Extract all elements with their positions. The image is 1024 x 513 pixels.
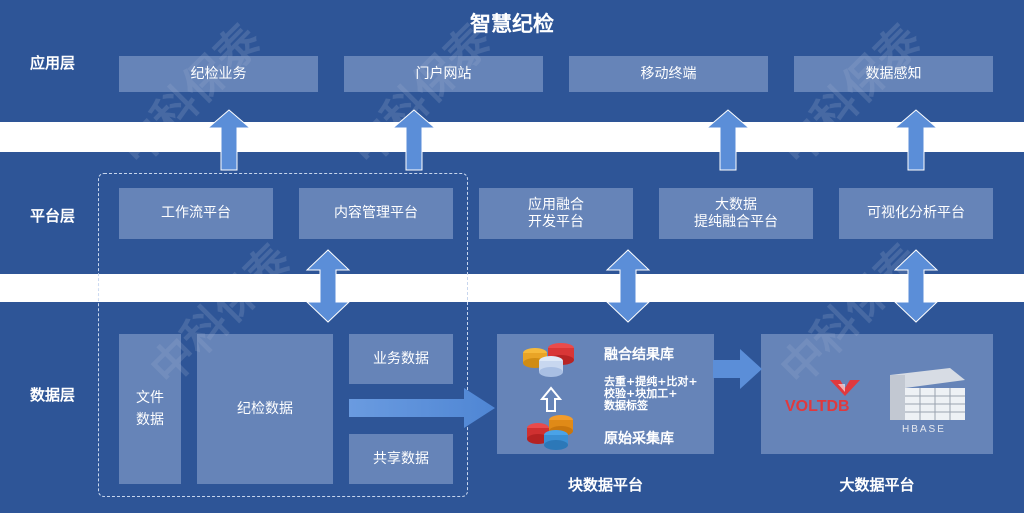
- app-box-discipline-business: 纪检业务: [119, 56, 318, 92]
- right-arrow: [349, 388, 495, 428]
- up-arrow: [705, 109, 751, 171]
- up-arrow-outline-icon: [539, 386, 563, 412]
- layer-label-application: 应用层: [30, 54, 76, 72]
- platform-box-app-fusion: 应用融合 开发平台: [479, 188, 633, 239]
- svg-text:HBASE: HBASE: [902, 424, 946, 435]
- double-arrow: [893, 249, 939, 323]
- platform-box-content-management: 内容管理平台: [299, 188, 453, 239]
- dashed-group-outline: [98, 173, 468, 497]
- data-box-discipline: 纪检数据: [197, 334, 333, 484]
- data-box-business: 业务数据: [349, 334, 453, 384]
- platform-box-bigdata-fusion: 大数据 提纯融合平台: [659, 188, 813, 239]
- block-platform-caption: 块数据平台: [567, 476, 643, 494]
- layer-label-platform: 平台层: [30, 207, 76, 225]
- app-box-data-sensing: 数据感知: [794, 56, 993, 92]
- double-arrow: [305, 249, 351, 323]
- hbase-logo: HBASE: [890, 368, 965, 435]
- separator-band-bottom: [0, 274, 1024, 302]
- up-arrow: [893, 109, 939, 171]
- platform-box-visual-analysis: 可视化分析平台: [839, 188, 993, 239]
- up-arrow: [206, 109, 252, 171]
- svg-text:VOLTDB: VOLTDB: [785, 398, 850, 415]
- data-box-file: 文件 数据: [119, 334, 181, 484]
- double-arrow: [605, 249, 651, 323]
- separator-band-top: [0, 122, 1024, 152]
- diagram-title: 智慧纪检: [470, 12, 554, 36]
- app-box-mobile: 移动终端: [569, 56, 768, 92]
- database-cluster-icon: [523, 343, 574, 377]
- big-data-platform-caption: 大数据平台: [839, 476, 915, 494]
- layer-label-data: 数据层: [30, 386, 76, 404]
- result-db-label: 融合结果库: [604, 347, 674, 363]
- data-box-shared: 共享数据: [349, 434, 453, 484]
- raw-db-label: 原始采集库: [604, 431, 674, 447]
- up-arrow: [391, 109, 437, 171]
- app-box-portal: 门户网站: [344, 56, 543, 92]
- voltdb-logo: VOLTDB: [785, 380, 860, 415]
- right-arrow: [713, 349, 762, 389]
- platform-box-workflow: 工作流平台: [119, 188, 273, 239]
- database-cluster-icon: [527, 415, 573, 450]
- process-steps-label: 去重+提纯+比对+ 校验+块加工+ 数据标签: [604, 375, 698, 412]
